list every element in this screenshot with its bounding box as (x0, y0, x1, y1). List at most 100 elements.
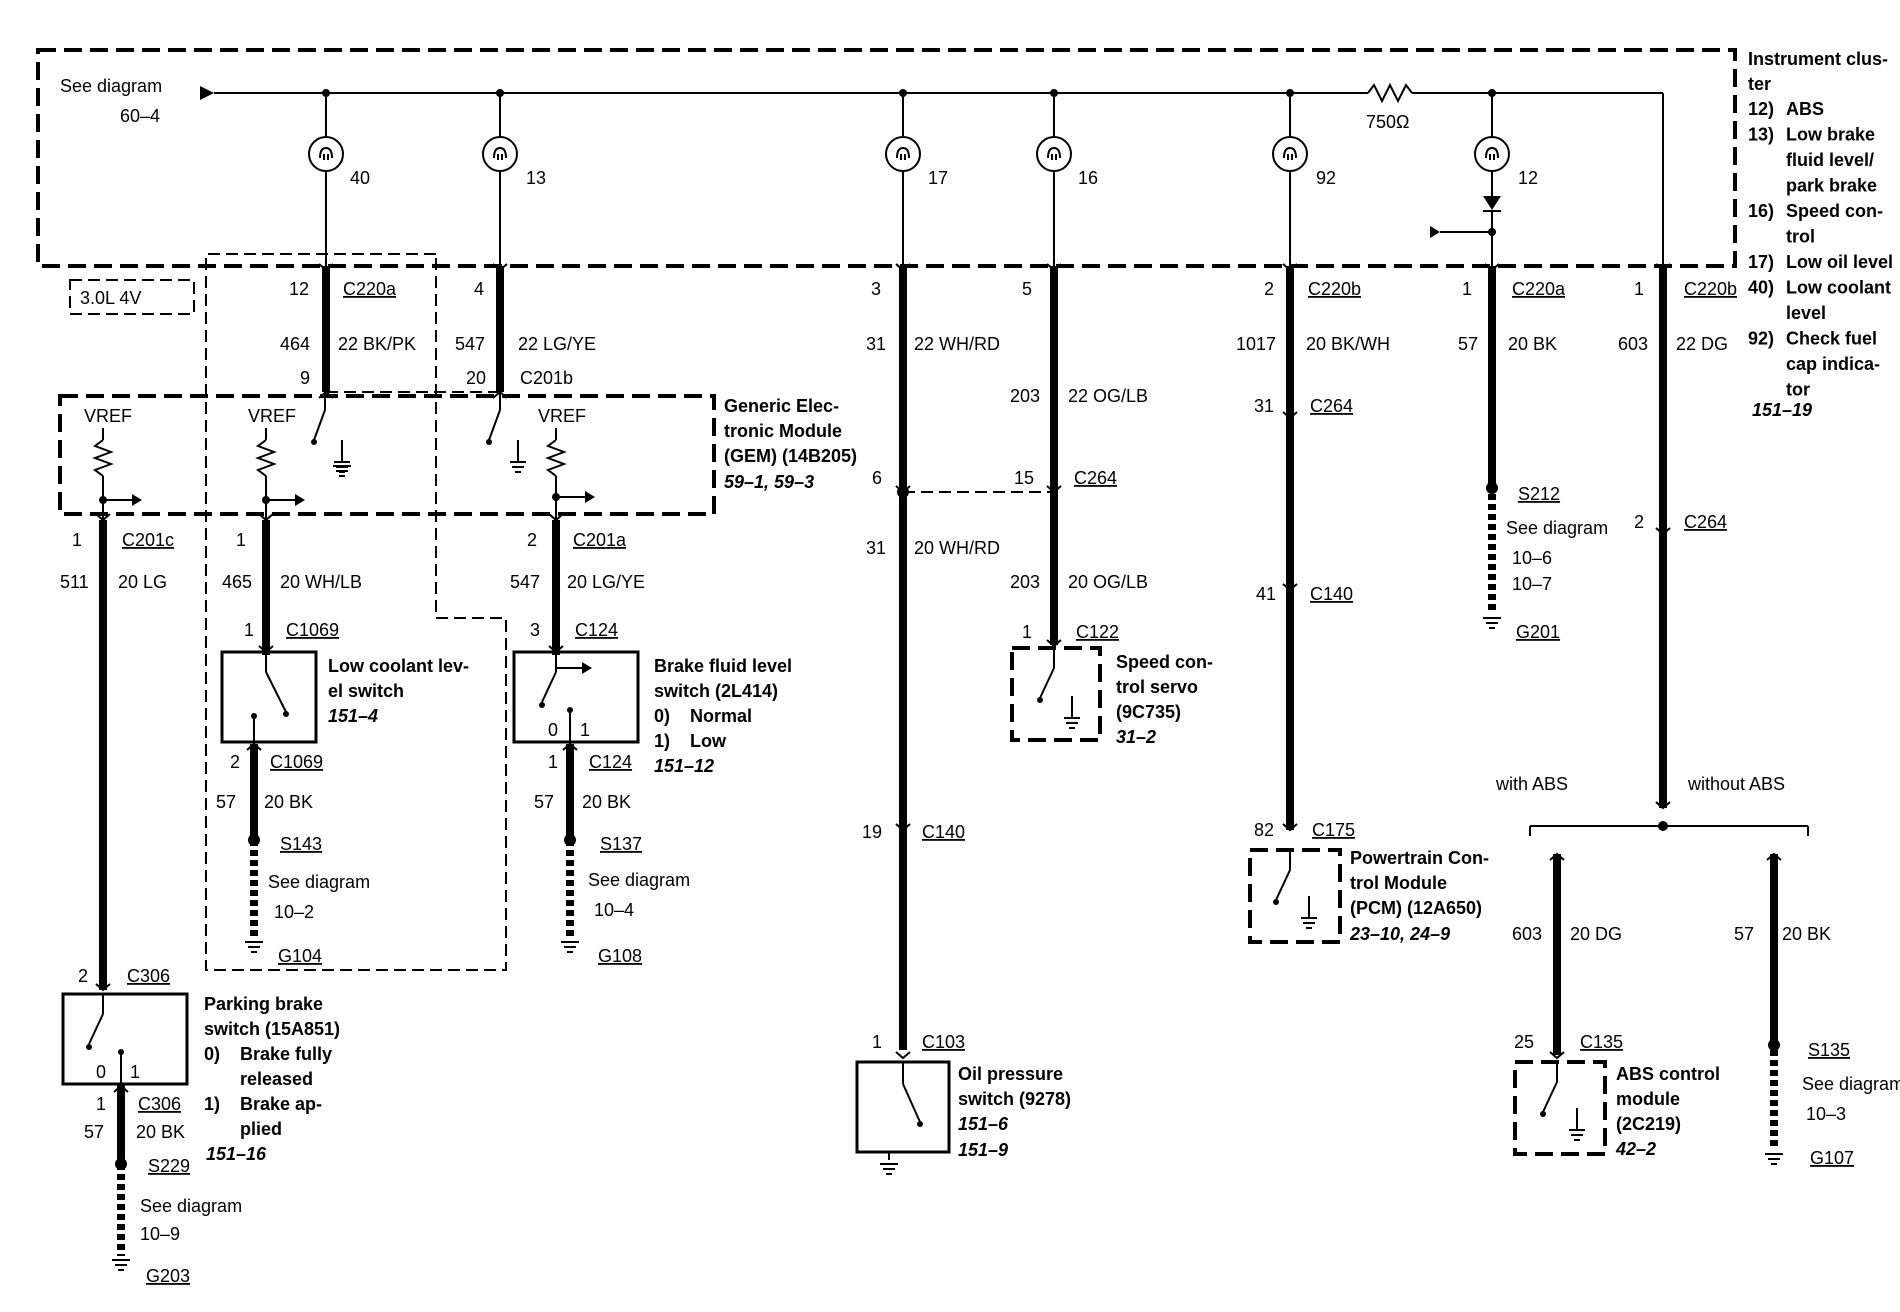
legend-text-9: Check fuel (1786, 329, 1877, 349)
splice-s143: S143 (280, 834, 322, 854)
connector-chevron-icon (318, 263, 334, 272)
pin-c201a-1: 1 (236, 530, 246, 550)
conn-c220a-2: C220a (1512, 279, 1566, 299)
conn-c264-a: C264 (1074, 468, 1117, 488)
pin-c124-3: 3 (530, 620, 540, 640)
brake-fluid-pos-0: 0 (548, 720, 558, 740)
parking-state-0-text-2: released (240, 1069, 313, 1089)
ground-g201: G201 (1516, 622, 1560, 642)
connector-chevron-icon (895, 263, 911, 272)
connector-chevron-icon (1282, 823, 1298, 832)
color-31-b: 20 WH/RD (914, 538, 1000, 558)
pin-c1069-2: 2 (230, 752, 240, 772)
pin-c1069-1: 1 (244, 620, 254, 640)
bulb-icon (1036, 136, 1072, 172)
legend-text-0: ABS (1786, 99, 1824, 119)
parking-brake-switch-box (61, 992, 189, 1086)
conn-c264-b: C264 (1310, 396, 1353, 416)
connector-chevron-icon (318, 390, 334, 399)
abs-name-2: module (1616, 1089, 1680, 1109)
splice-s212: S212 (1518, 484, 1560, 504)
parking-name-1: Parking brake (204, 994, 323, 1014)
connector-chevron-icon (895, 823, 911, 832)
lamp-16: 16 (1036, 89, 1098, 266)
connector-chevron-icon (1655, 801, 1671, 810)
legend-text-5: trol (1786, 227, 1815, 247)
circuit-547-a: 547 (455, 334, 485, 354)
circuit-464: 464 (280, 334, 310, 354)
lamp-92: 92 (1272, 89, 1336, 266)
legend-text-10: cap indica- (1786, 354, 1880, 374)
wire-labels: 464 22 BK/PK 547 22 LG/YE 31 22 WH/RD 20… (60, 334, 1831, 1142)
legend-text-7: Low coolant (1786, 278, 1891, 298)
color-1017: 20 BK/WH (1306, 334, 1390, 354)
cluster-boundary (36, 48, 1737, 268)
brake-fluid-state-0-text: Normal (690, 706, 752, 726)
brake-fluid-ref: 151–12 (654, 756, 714, 776)
cluster-see-ref: 60–4 (120, 106, 160, 126)
conn-c1069-b: C1069 (270, 752, 323, 772)
ground-g108: G108 (598, 946, 642, 966)
connector-chevron-icon (1282, 263, 1298, 272)
conn-c140-b: C140 (922, 822, 965, 842)
color-203-a: 22 OG/LB (1068, 386, 1148, 406)
conn-c201a: C201a (573, 530, 627, 550)
connector-chevron-icon (113, 1084, 129, 1093)
pin-c220a-3: 3 (871, 279, 881, 299)
conn-c220b: C220b (1308, 279, 1361, 299)
pin-c201b-9: 9 (300, 368, 310, 388)
legend-text-2: fluid level/ (1786, 150, 1874, 170)
gem-title-1: Generic Elec- (724, 396, 839, 416)
legend-text-1: Low brake (1786, 125, 1875, 145)
connector-chevron-icon (1549, 852, 1565, 861)
connector-marks (95, 263, 1782, 1093)
s229-see: See diagram (140, 1196, 242, 1216)
gem-title-2: tronic Module (724, 421, 842, 441)
bus-arrow (200, 86, 214, 100)
ground-icon (245, 941, 263, 953)
connector-chevron-icon (1655, 263, 1671, 272)
conn-c306-a: C306 (127, 966, 170, 986)
legend-text-6: Low oil level (1786, 252, 1893, 272)
s135-ref-1: 10–3 (1806, 1104, 1846, 1124)
legend-text-11: tor (1786, 380, 1810, 400)
pin-c264-15: 15 (1014, 468, 1034, 488)
splice-runs (117, 484, 1778, 1256)
connector-chevron-icon (95, 983, 111, 992)
abs-ref: 42–2 (1615, 1139, 1656, 1159)
gem-internal-switches (311, 392, 526, 473)
pcm-name-3: (PCM) (12A650) (1350, 898, 1482, 918)
gem-boundary (58, 394, 716, 516)
circuit-31-b: 31 (866, 538, 886, 558)
vref-2: VREF (248, 406, 296, 426)
connector-chevron-icon (895, 1051, 911, 1060)
brake-fluid-switch-box (512, 650, 640, 744)
pin-c175-82: 82 (1254, 820, 1274, 840)
resistor-label: 750Ω (1366, 112, 1410, 132)
coolant-switch-box (220, 650, 318, 744)
conn-c124-a: C124 (575, 620, 618, 640)
color-203-b: 20 OG/LB (1068, 572, 1148, 592)
bulb-icon (482, 136, 518, 172)
pin-c220a-5: 5 (1022, 279, 1032, 299)
parking-pos-0: 0 (96, 1062, 106, 1082)
component-labels: Low coolant lev- el switch 151–4 Brake f… (96, 652, 1785, 1164)
lamp-number: 12 (1518, 168, 1538, 188)
connector-chevron-icon (1766, 852, 1782, 861)
vref-3: VREF (538, 406, 586, 426)
s135-see: See diagram (1802, 1074, 1900, 1094)
bulb-icon (308, 136, 344, 172)
circuit-603-b: 603 (1512, 924, 1542, 944)
oil-switch-ref-1: 151–6 (958, 1114, 1009, 1134)
brake-fluid-name-2: switch (2L414) (654, 681, 778, 701)
s143-see: See diagram (268, 872, 370, 892)
parking-state-1-text-2: plied (240, 1119, 282, 1139)
ground-icon (880, 1163, 898, 1175)
s137-see: See diagram (588, 870, 690, 890)
resistor-750 (1367, 82, 1413, 104)
connector-chevron-icon (1046, 485, 1062, 494)
oil-switch-name-1: Oil pressure (958, 1064, 1063, 1084)
speed-servo-name-3: (9C735) (1116, 702, 1181, 722)
gem-module: Generic Elec- tronic Module (GEM) (14B20… (58, 392, 857, 520)
